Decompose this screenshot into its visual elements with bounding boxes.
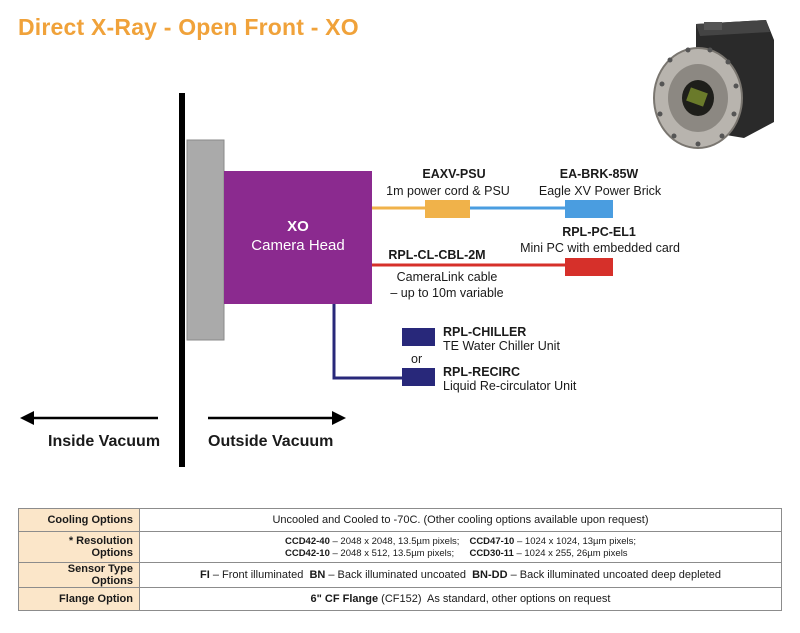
flange-header: Flange Option <box>18 587 140 611</box>
res-spec: – 2048 x 2048, 13.5µm pixels; <box>329 535 460 547</box>
cable-desc-1: CameraLink cable <box>396 270 498 284</box>
recirc-code: RPL-RECIRC <box>443 365 521 379</box>
chiller-block <box>402 328 435 346</box>
sensor-value: FI – Front illuminated BN – Back illumin… <box>139 562 782 588</box>
sensor-text: – Front illuminated <box>209 569 310 581</box>
sensor-code: FI <box>200 569 210 581</box>
pc-desc: Mini PC with embedded card <box>520 241 680 255</box>
flange-rest: (CF152) As standard, other options on re… <box>378 593 611 605</box>
res-spec: – 2048 x 512, 13.5µm pixels; <box>329 547 455 559</box>
chiller-code: RPL-CHILLER <box>443 325 527 339</box>
camera-head-desc: Camera Head <box>251 237 345 254</box>
camera-head-block <box>224 171 372 304</box>
recirc-block <box>402 368 435 386</box>
sensor-code: BN-DD <box>472 569 508 581</box>
recirc-desc: Liquid Re-circulator Unit <box>443 379 577 393</box>
res-model: CCD30-11 <box>469 547 514 559</box>
res-model: CCD47-10 <box>469 535 515 547</box>
cooling-line <box>332 304 402 380</box>
flange-bold: 6" CF Flange <box>310 593 379 605</box>
outside-arrow-head <box>332 411 346 425</box>
res-model: CCD42-40 <box>284 535 330 547</box>
pc-code: RPL-PC-EL1 <box>562 225 636 239</box>
cable-code: RPL-CL-CBL-2M <box>388 248 486 262</box>
camera-photo <box>653 20 774 149</box>
res-spec: – 1024 x 255, 26µm pixels <box>513 547 628 559</box>
page-title: Direct X-Ray - Open Front - XO <box>18 14 359 40</box>
or-label: or <box>411 352 423 366</box>
inside-arrow-head <box>20 411 34 425</box>
camera-head-label: XO Camera Head <box>224 218 372 254</box>
cooling-header: Cooling Options <box>18 508 140 532</box>
table-row: Flange Option 6" CF Flange (CF152) As st… <box>18 587 782 611</box>
res-model: CCD42-10 <box>284 547 330 559</box>
camera-head-name: XO <box>287 218 309 235</box>
chiller-desc: TE Water Chiller Unit <box>443 339 560 353</box>
sensor-code: BN <box>309 569 326 581</box>
outside-vacuum-label: Outside Vacuum <box>208 433 334 450</box>
psu-block <box>425 200 470 218</box>
sensor-text: – Back illuminated uncoated deep deplete… <box>507 569 721 581</box>
cable-desc-2: – up to 10m variable <box>390 286 504 300</box>
brick-desc: Eagle XV Power Brick <box>538 184 662 198</box>
cooling-value: Uncooled and Cooled to -70C. (Other cool… <box>139 508 782 532</box>
resolution-value: CCD42-40 – 2048 x 2048, 13.5µm pixels; C… <box>139 531 782 563</box>
brick-block <box>565 200 613 218</box>
resolution-header: * Resolution Options <box>18 531 140 563</box>
table-row: Sensor Type Options FI – Front illuminat… <box>18 562 782 588</box>
brick-code: EA-BRK-85W <box>559 167 639 181</box>
inside-vacuum-label: Inside Vacuum <box>48 433 161 450</box>
pc-block <box>565 258 613 276</box>
res-spec: – 1024 x 1024, 13µm pixels; <box>514 535 637 547</box>
table-row: * Resolution Options CCD42-40 – 2048 x 2… <box>18 531 782 563</box>
vacuum-wall <box>179 93 185 467</box>
sensor-header: Sensor Type Options <box>18 562 140 588</box>
psu-code: EAXV-PSU <box>422 167 486 181</box>
flange-value: 6" CF Flange (CF152) As standard, other … <box>139 587 782 611</box>
table-row: Cooling Options Uncooled and Cooled to -… <box>18 508 782 532</box>
psu-desc: 1m power cord & PSU <box>386 184 510 198</box>
spec-table: Cooling Options Uncooled and Cooled to -… <box>18 508 782 611</box>
sensor-text: – Back illuminated uncoated <box>325 569 473 581</box>
flange-block <box>186 139 225 341</box>
connection-diagram <box>20 93 613 467</box>
